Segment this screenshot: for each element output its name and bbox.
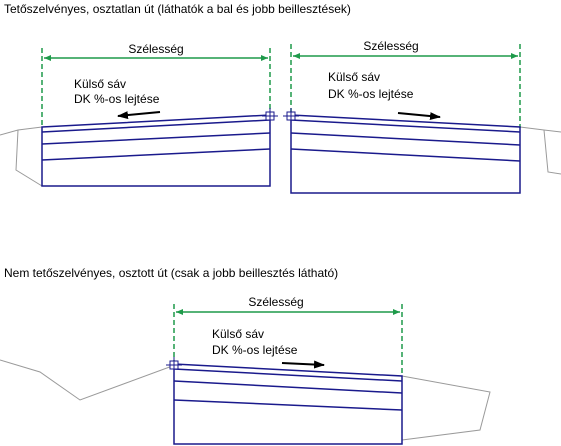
top-left-insertion-marker bbox=[262, 108, 278, 124]
top-left-pavement bbox=[41, 114, 271, 187]
top-left-lane-label-1: Külső sáv bbox=[74, 77, 126, 91]
top-right-lane-label-2: DK %-os lejtése bbox=[328, 87, 414, 101]
top-left-dimension bbox=[41, 48, 271, 128]
top-left-lane-label-2: DK %-os lejtése bbox=[74, 92, 160, 106]
bottom-pavement bbox=[173, 363, 403, 445]
bottom-diagram-caption: Nem tetőszelvényes, osztott út (csak a j… bbox=[4, 266, 339, 280]
top-right-pavement bbox=[290, 114, 521, 194]
bottom-width-label: Szélesség bbox=[248, 295, 303, 309]
bottom-lane-label-2: DK %-os lejtése bbox=[212, 343, 298, 357]
bottom-dimension bbox=[173, 304, 403, 376]
bottom-slope-arrow bbox=[281, 360, 325, 369]
top-left-ground-line bbox=[0, 126, 43, 187]
top-right-dimension bbox=[290, 44, 521, 128]
top-diagram-caption: Tetőszelvényes, osztatlan út (láthatók a… bbox=[4, 2, 351, 16]
top-left-section: Szélesség Külső sáv DK %-os lejtése bbox=[0, 42, 278, 187]
top-right-ground-line bbox=[519, 126, 561, 175]
top-right-lane-label-1: Külső sáv bbox=[328, 70, 380, 84]
bottom-lane-label-1: Külső sáv bbox=[212, 327, 264, 341]
bottom-ground-line bbox=[0, 359, 491, 441]
top-right-width-label: Szélesség bbox=[363, 39, 418, 53]
bottom-section: Szélesség Külső sáv DK %-os lejtése bbox=[0, 295, 491, 445]
top-right-insertion-marker bbox=[283, 108, 299, 124]
top-right-slope-arrow bbox=[397, 112, 441, 121]
top-right-section: Szélesség Külső sáv DK %-os lejtése bbox=[283, 39, 561, 194]
top-left-slope-arrow bbox=[117, 111, 161, 120]
bottom-insertion-marker bbox=[166, 357, 182, 373]
top-left-width-label: Szélesség bbox=[128, 42, 183, 56]
